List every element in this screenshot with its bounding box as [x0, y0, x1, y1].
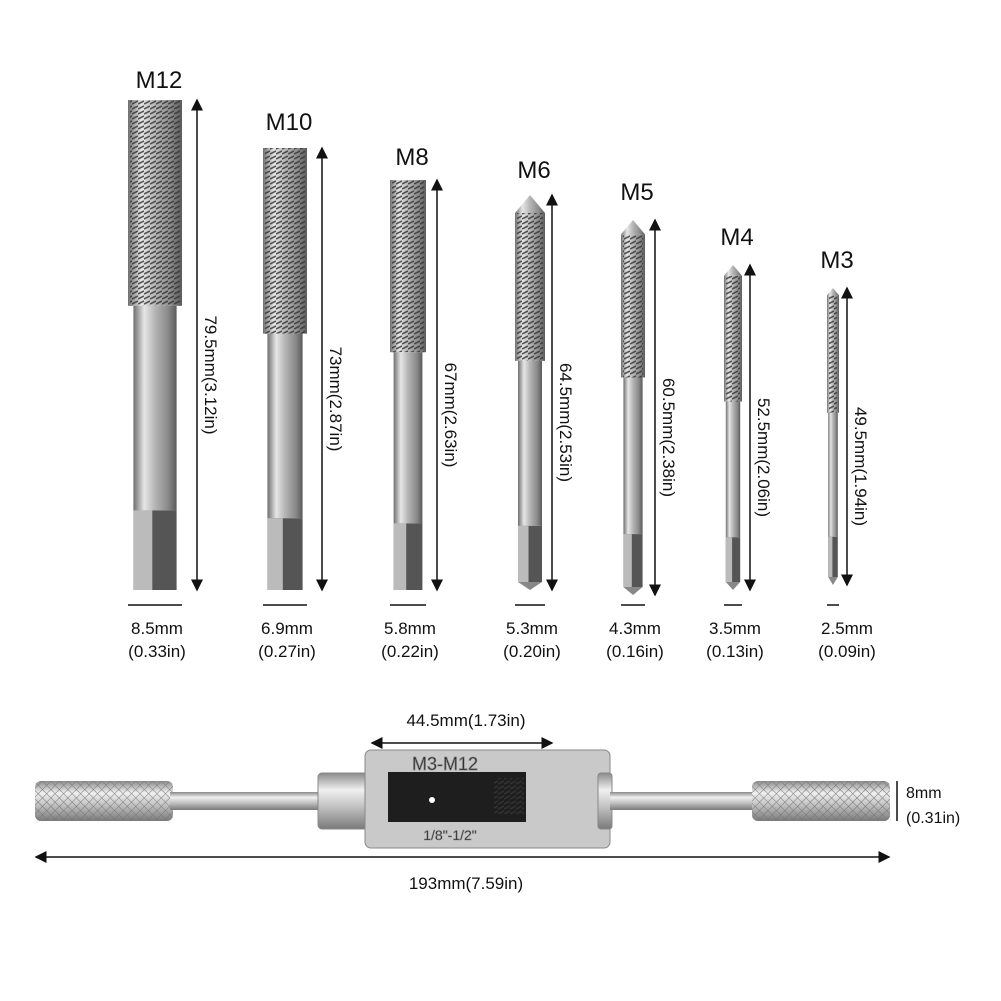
diameter-in-label: (0.09in) [818, 642, 876, 661]
tap-shank [518, 360, 542, 526]
length-label: 79.5mm(3.12in) [201, 315, 220, 434]
diameter-mm-label: 2.5mm [821, 619, 873, 638]
tap-shank [623, 377, 643, 535]
diameter-in-label: (0.27in) [258, 642, 316, 661]
body-marking-inch: 1/8"-1/2" [423, 827, 477, 843]
rod-mm-label: 8mm [906, 785, 942, 802]
diameter-in-label: (0.16in) [606, 642, 664, 661]
diameter-mm-label: 8.5mm [131, 619, 183, 638]
left-rod [170, 792, 322, 810]
rod-in-label: (0.31in) [906, 810, 960, 827]
tap-size-label: M12 [136, 67, 183, 94]
tap-size-label: M6 [517, 157, 550, 184]
tap-m10: M10 73mm(2.87in) 6.9mm (0.27in) [258, 109, 345, 661]
tap-m8: M8 67mm(2.63in) 5.8mm (0.22in) [381, 144, 460, 661]
tap-shank [133, 305, 177, 511]
left-collar [317, 772, 369, 830]
diameter-mm-label: 5.3mm [506, 619, 558, 638]
tap-size-label: M3 [820, 247, 853, 274]
diameter-in-label: (0.20in) [503, 642, 561, 661]
tap-m3: M3 49.5mm(1.94in) 2.5mm (0.09in) [818, 247, 876, 661]
body-marking: M3-M12 [412, 754, 478, 774]
length-label: 67mm(2.63in) [441, 363, 460, 468]
tap-m12: M12 79.5mm(3.12in) 8.5mm (0.33in) [128, 67, 220, 661]
tap-shank [393, 352, 423, 524]
length-label: 73mm(2.87in) [326, 347, 345, 452]
tap-size-label: M4 [720, 224, 753, 251]
tap-m6: M6 64.5mm(2.53in) 5.3mm (0.20in) [503, 157, 575, 661]
diameter-in-label: (0.13in) [706, 642, 764, 661]
tap-size-label: M8 [395, 144, 428, 171]
diameter-in-label: (0.22in) [381, 642, 439, 661]
tap-size-label: M10 [266, 109, 313, 136]
diameter-mm-label: 6.9mm [261, 619, 313, 638]
tap-m5: M5 60.5mm(2.38in) 4.3mm (0.16in) [606, 179, 678, 661]
diameter-mm-label: 5.8mm [384, 619, 436, 638]
length-label: 60.5mm(2.38in) [659, 378, 678, 497]
length-label: 64.5mm(2.53in) [556, 363, 575, 482]
diameter-in-label: (0.33in) [128, 642, 186, 661]
tap-shank [828, 412, 838, 537]
tap-size-label: M5 [620, 179, 653, 206]
tap-square-drive [828, 536, 838, 577]
taps-group: M12 79.5mm(3.12in) 8.5mm (0.33in) M10 73mm(2.… [128, 67, 876, 661]
right-rod [610, 792, 754, 810]
tap-shank [267, 333, 303, 519]
body-width-label: 44.5mm(1.73in) [406, 711, 525, 730]
diameter-mm-label: 4.3mm [609, 619, 661, 638]
tap-m4: M4 52.5mm(2.06in) 3.5mm (0.13in) [706, 224, 773, 661]
total-length-label: 193mm(7.59in) [409, 874, 523, 893]
diameter-mm-label: 3.5mm [709, 619, 761, 638]
tap-shank [725, 401, 741, 538]
length-label: 52.5mm(2.06in) [754, 398, 773, 517]
tap-wrench: 44.5mm(1.73in) M3-M12 1/8"-1/2" 8mm (0.3… [34, 711, 960, 893]
length-label: 49.5mm(1.94in) [851, 407, 870, 526]
right-collar [597, 772, 613, 830]
